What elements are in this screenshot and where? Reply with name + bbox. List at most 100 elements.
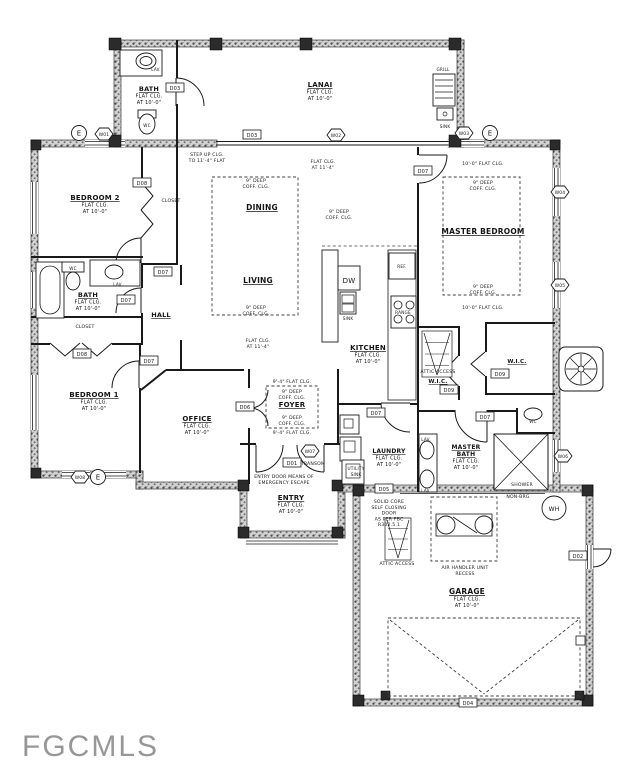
room-sublabel: FLAT CLG.	[355, 353, 382, 359]
window-tag-W01: W01	[94, 127, 114, 141]
door-tag-D03: D03	[242, 129, 262, 140]
room-sublabel: FLAT CLG.	[184, 424, 211, 430]
door-tag-D07: D07	[475, 411, 495, 422]
door-tag-text: D09	[444, 388, 455, 394]
door-tag-D02: D02	[568, 550, 588, 561]
door-tag-D07: D07	[139, 355, 159, 366]
window-tag-text: W02	[331, 133, 342, 139]
room-sublabel: AT 10'-0"	[82, 406, 107, 412]
room-label: OFFICE	[182, 415, 211, 423]
note-label: 9" DEEP	[329, 209, 349, 215]
note-label: AT 11'-4"	[247, 344, 270, 350]
door-tag-text: D07	[121, 298, 132, 304]
window-tag-text: W01	[99, 132, 110, 138]
door-tag-text: D03	[247, 133, 258, 139]
room-label: HALL	[151, 311, 171, 319]
door-tag-D03: D03	[165, 82, 185, 93]
note-label: COFF. CLG.	[242, 311, 269, 317]
door-tag-text: D05	[379, 487, 390, 493]
door-window-tags: D03D03D08D07D07D08D07D06D01D07D09D09D07D…	[70, 82, 588, 708]
window-tag-W04: W04	[550, 185, 570, 199]
note-label: 9'-4" FLAT CLG.	[273, 379, 312, 385]
note-label: 9" DEEP	[246, 178, 266, 184]
door-tag-D04: D04	[458, 697, 478, 708]
door-tag-D07: D07	[116, 294, 136, 305]
note-label: NON-BRG	[506, 494, 530, 500]
door-tag-text: D07	[144, 359, 155, 365]
fgcmls-watermark: FGCMLS	[22, 730, 160, 763]
window-tag-W07: W07	[300, 444, 320, 458]
note-label: ATTIC ACCESS	[380, 561, 415, 567]
fixture-label: SINK	[440, 124, 451, 129]
room-label: LIVING	[243, 276, 273, 285]
window-tag-text: W07	[305, 449, 316, 455]
fixture-label: REF.	[397, 264, 406, 269]
circle-marker-text: E	[488, 130, 493, 138]
room-sublabel: FLAT CLG.	[81, 400, 108, 406]
fixture-label: LAV.	[151, 67, 160, 72]
door-tag-text: D02	[573, 554, 584, 560]
door-tag-D05: D05	[374, 483, 394, 494]
note-label: SOLID CORE	[374, 499, 404, 505]
note-label: 9" DEEP	[473, 284, 493, 290]
door-tag-text: D06	[240, 405, 251, 411]
note-label: CLOSET	[75, 324, 94, 330]
note-label: CLOSET	[161, 198, 180, 204]
room-label: MASTER	[452, 444, 481, 451]
note-label: RECESS	[455, 571, 474, 577]
window-tag-text: W05	[555, 283, 566, 289]
circle-marker-E: E	[482, 125, 498, 141]
room-label: LAUNDRY	[372, 448, 406, 455]
room-label: BEDROOM 2	[70, 194, 119, 202]
door-tag-D06: D06	[235, 401, 255, 412]
circle-marker-E: E	[71, 125, 87, 141]
door-tag-text: D04	[463, 701, 474, 707]
room-sublabel: FLAT CLG.	[453, 459, 480, 465]
fixture-label: WC	[143, 123, 150, 128]
door-tag-text: D07	[418, 169, 429, 175]
room-sublabel: FLAT CLG.	[454, 597, 481, 603]
note-label: COFF. CLG.	[469, 290, 496, 296]
door-tag-D01: D01	[282, 457, 302, 468]
note-label: AT 11'-4"	[312, 165, 335, 171]
note-label: EMERGENCY ESCAPE	[258, 480, 309, 486]
door-tag-text: D08	[77, 352, 88, 358]
room-sublabel: AT 10'-0"	[356, 359, 381, 365]
window-tag-text: W04	[555, 190, 566, 196]
note-label: 9" DEEP	[282, 415, 302, 421]
room-sublabel: AT 10'-0"	[185, 430, 210, 436]
note-label: AS PER FBC	[375, 516, 404, 522]
room-label: BATH	[139, 85, 159, 93]
note-label: ATTIC ACCESS	[421, 369, 456, 375]
fixture-label: UTILITY	[348, 466, 365, 471]
room-label: MASTER BEDROOM	[441, 227, 524, 236]
room-label: FOYER	[279, 401, 306, 409]
room-sublabel: AT 10'-0"	[83, 209, 108, 215]
fixture-label: LAV.	[421, 488, 430, 493]
note-label: SELF CLOSING	[371, 505, 407, 511]
fixture-label: LAV.	[113, 282, 122, 287]
note-label: AIR HANDLER UNIT	[442, 565, 489, 571]
door-tag-text: D01	[287, 461, 298, 467]
door-tag-D09: D09	[490, 368, 510, 379]
window-tag-text: W03	[459, 131, 470, 137]
window-tag-text: W06	[558, 454, 569, 460]
interior-walls	[31, 40, 555, 545]
fixture-label: LAV.	[421, 437, 430, 442]
room-sublabel: AT 10'-0"	[454, 465, 479, 471]
window-tag-W08: W08	[70, 470, 90, 484]
note-label: COFF. CLG.	[325, 215, 352, 221]
note-label: COFF. CLG.	[242, 184, 269, 190]
fixture-label: WC	[69, 266, 76, 271]
note-label: 9" DEEP	[246, 305, 266, 311]
room-label: W.I.C.	[428, 379, 447, 385]
note-label: 10'-0" FLAT CLG.	[462, 161, 504, 167]
room-sublabel: FLAT CLG.	[376, 456, 403, 462]
door-tag-D08: D08	[132, 177, 152, 188]
fixture-label: GRILL	[436, 67, 450, 72]
room-sublabel: FLAT CLG.	[75, 300, 102, 306]
room-sublabel: AT 10'-0"	[76, 306, 101, 312]
